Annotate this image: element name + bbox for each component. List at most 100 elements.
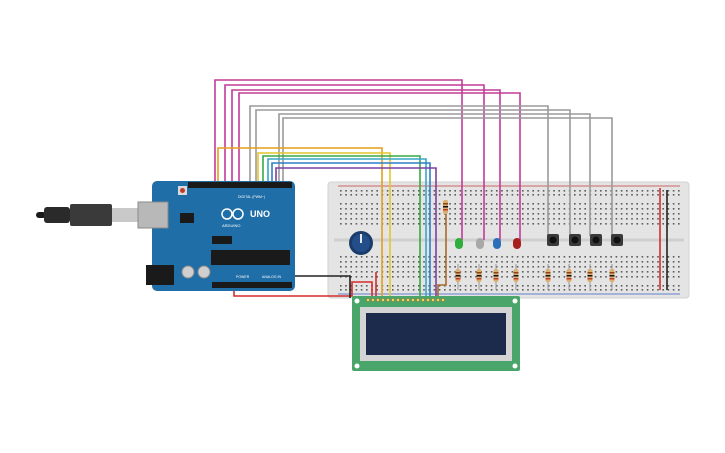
wire-magenta-2[interactable] — [224, 84, 485, 240]
breadboard-hole — [641, 190, 644, 192]
resistor-3[interactable] — [493, 264, 499, 290]
wire-blue-lcd[interactable] — [271, 162, 431, 298]
breadboard-hole — [594, 285, 597, 287]
breadboard-hole — [584, 194, 586, 196]
breadboard-hole — [402, 213, 404, 215]
resistor-top[interactable] — [443, 200, 448, 214]
breadboard-hole — [568, 289, 571, 291]
resistor-5[interactable] — [545, 264, 551, 290]
breadboard-hole — [553, 218, 555, 220]
breadboard-hole — [574, 289, 576, 291]
breadboard-hole — [605, 271, 607, 273]
led-red[interactable] — [513, 238, 521, 249]
lcd-mount-hole — [354, 298, 360, 304]
led-gray[interactable] — [476, 238, 484, 249]
wire-green-lcd[interactable] — [262, 155, 421, 298]
wire-brown-contrast[interactable] — [437, 200, 447, 298]
breadboard-hole — [418, 271, 420, 273]
wire-magenta-3[interactable] — [231, 89, 501, 240]
breadboard-hole — [646, 218, 649, 220]
breadboard-hole — [423, 208, 425, 210]
resistor-7[interactable] — [587, 264, 593, 290]
potentiometer[interactable] — [349, 231, 373, 255]
breadboard-hole — [490, 208, 493, 210]
resistor-8[interactable] — [609, 264, 615, 290]
push-button-4[interactable] — [611, 234, 623, 246]
breadboard-hole — [537, 271, 540, 273]
breadboard-hole — [542, 285, 545, 287]
led-green[interactable] — [455, 238, 463, 249]
wire-magenta-4[interactable] — [238, 92, 521, 240]
arduino-uno-board[interactable]: ARDUINO UNO DIGITAL (PWM~) POWER ANALOG … — [137, 181, 295, 291]
breadboard-hole — [636, 256, 638, 258]
lcd-pin — [366, 298, 370, 302]
push-button-1[interactable] — [547, 234, 559, 246]
wire-magenta-1[interactable] — [214, 79, 463, 240]
resistor-4[interactable] — [513, 264, 519, 290]
wire-gray-1[interactable] — [249, 105, 549, 236]
breadboard-hole — [626, 218, 628, 220]
push-buttons — [547, 234, 623, 246]
breadboard-hole — [600, 194, 602, 196]
breadboard-hole — [433, 194, 436, 196]
lcd-display[interactable] — [352, 296, 520, 371]
wire-black-gnd[interactable] — [282, 275, 351, 298]
breadboard-hole — [444, 266, 446, 268]
breadboard-hole — [626, 208, 628, 210]
breadboard-hole — [646, 276, 649, 278]
wire-purple-lcd[interactable] — [275, 167, 437, 298]
breadboard-hole — [615, 208, 618, 210]
breadboard-hole — [600, 271, 602, 273]
push-button-3[interactable] — [590, 234, 602, 246]
wire-yellow-lcd[interactable] — [257, 152, 391, 298]
breadboard-hole — [620, 223, 623, 225]
breadboard-hole — [402, 203, 404, 205]
breadboard-hole — [678, 223, 680, 225]
usb-port — [137, 201, 169, 229]
led-blue[interactable] — [493, 238, 501, 249]
breadboard-hole — [636, 266, 638, 268]
breadboard-hole — [366, 194, 368, 196]
breadboard-hole — [605, 194, 607, 196]
breadboard-hole — [558, 194, 560, 196]
breadboard-hole — [501, 190, 503, 192]
breadboard-hole — [340, 194, 342, 196]
breadboard-hole — [667, 276, 670, 278]
breadboard-hole — [662, 261, 664, 263]
breadboard-hole — [444, 271, 446, 273]
breadboard-hole — [672, 208, 675, 210]
breadboard-hole — [386, 276, 389, 278]
breadboard-hole — [485, 276, 488, 278]
push-button-2[interactable] — [569, 234, 581, 246]
breadboard-hole — [490, 266, 493, 268]
breadboard-hole — [516, 203, 519, 205]
resistor-1[interactable] — [455, 264, 461, 290]
breadboard-hole — [392, 266, 394, 268]
breadboard-hole — [652, 266, 654, 268]
breadboard-hole — [506, 256, 508, 258]
breadboard-hole — [615, 276, 618, 278]
breadboard-hole — [340, 266, 342, 268]
breadboard-hole — [376, 190, 378, 192]
wire-gray-4[interactable] — [282, 117, 613, 236]
wire-orange-lcd[interactable] — [217, 147, 383, 298]
breadboard-hole — [522, 213, 524, 215]
wire-cyan-lcd[interactable] — [267, 158, 427, 298]
breadboard-hole — [454, 218, 456, 220]
breadboard-hole — [402, 271, 404, 273]
breadboard-hole — [433, 271, 436, 273]
resistor-6[interactable] — [566, 264, 572, 290]
breadboard-hole — [360, 256, 363, 258]
breadboard-hole — [360, 208, 363, 210]
breadboard-hole — [366, 213, 368, 215]
breadboard-hole — [423, 218, 425, 220]
breadboard-hole — [438, 276, 441, 278]
resistor-2[interactable] — [476, 264, 482, 290]
wire-red-5v[interactable] — [233, 281, 373, 298]
breadboard-hole — [376, 194, 378, 196]
breadboard-hole — [350, 271, 352, 273]
breadboard-hole — [340, 208, 342, 210]
wire-gray-3[interactable] — [278, 113, 591, 236]
breadboard-hole — [480, 266, 482, 268]
lcd-pin — [431, 298, 435, 302]
